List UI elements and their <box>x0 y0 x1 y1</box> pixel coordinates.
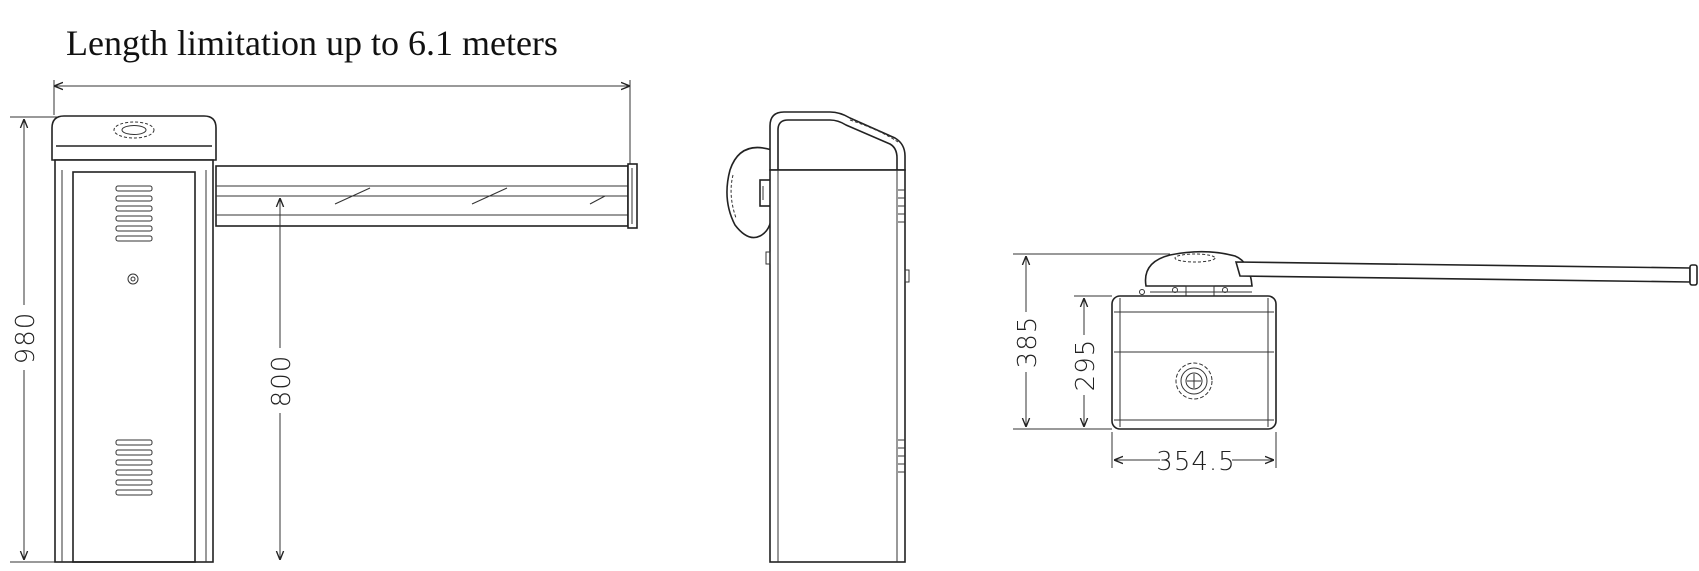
top-connector <box>1185 285 1215 297</box>
side-dome-texture <box>730 174 737 219</box>
dimension-295-label: 295 <box>1071 339 1101 392</box>
dimension-980-label: 980 <box>11 312 41 365</box>
side-motor-dome <box>726 146 773 239</box>
side-hinge <box>904 269 910 283</box>
side-hinge <box>765 251 771 265</box>
side-cap-inner-outline <box>777 119 898 170</box>
gear-logo-icon <box>1175 362 1213 400</box>
top-boom-end-cap <box>1689 264 1698 286</box>
top-dome-logo <box>1174 253 1216 263</box>
drawing-title: Length limitation up to 6.1 meters <box>66 23 558 63</box>
dimension-label-background <box>1160 446 1232 476</box>
dimension-385-label: 385 <box>1013 316 1043 369</box>
side-cabinet-top <box>769 111 906 171</box>
gear-logo-icon <box>113 121 155 139</box>
dimension-label-background <box>264 348 296 413</box>
dimension-800-label: 800 <box>267 355 297 408</box>
lower-vent-slots <box>115 439 153 496</box>
cabinet-body <box>54 159 214 563</box>
upper-vent-slots <box>115 185 153 242</box>
dimension-label-background <box>1010 312 1042 372</box>
top-motor-dome <box>1144 250 1253 287</box>
dimension-label-background <box>8 305 40 370</box>
cabinet-door-panel <box>72 171 196 563</box>
side-view <box>726 111 910 563</box>
dimension-354-label: 354.5 <box>1156 447 1235 477</box>
side-top-logo <box>849 119 899 143</box>
lock-icon <box>127 273 139 285</box>
front-view: 980 <box>8 80 638 563</box>
top-view: 385 295 354.5 <box>1010 250 1698 477</box>
top-boom-arm <box>1234 261 1691 283</box>
side-vent-slots <box>898 189 905 473</box>
dimension-label-background <box>1068 335 1100 395</box>
side-cabinet-body <box>769 169 906 563</box>
